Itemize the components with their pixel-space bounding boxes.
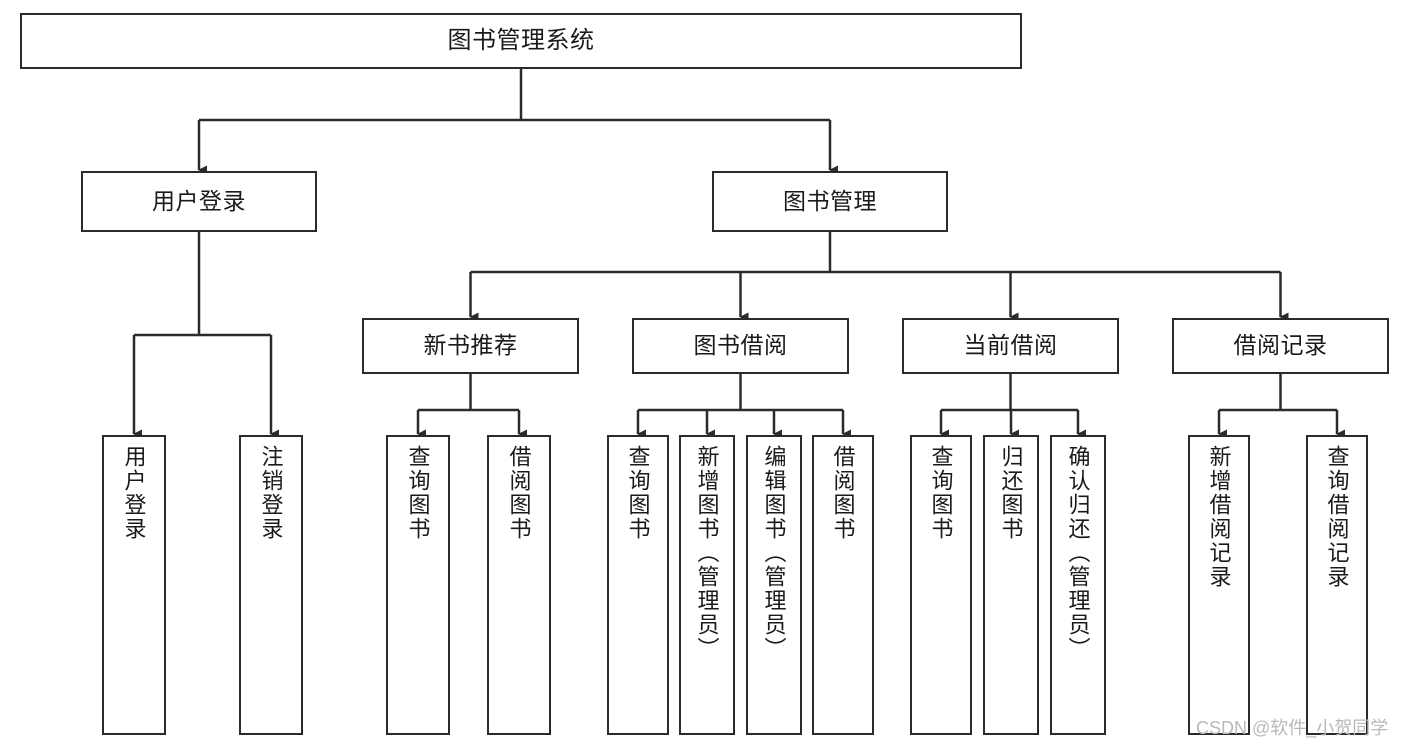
node-label: 归还图书 — [998, 445, 1024, 541]
node-leaf-bor-add[interactable]: 新增图书（管理员） — [679, 435, 735, 735]
node-label: 新书推荐 — [423, 332, 518, 359]
node-leaf-bor-query[interactable]: 查询图书 — [607, 435, 669, 735]
node-label: 查询借阅记录 — [1324, 445, 1350, 589]
node-leaf-bor-edit[interactable]: 编辑图书（管理员） — [746, 435, 802, 735]
node-label: 图书管理 — [783, 187, 877, 214]
node-leaf-cur-confirm[interactable]: 确认归还（管理员） — [1050, 435, 1106, 735]
node-leaf-cur-return[interactable]: 归还图书 — [983, 435, 1039, 735]
node-label: 查询图书 — [405, 445, 431, 541]
node-leaf-new-query[interactable]: 查询图书 — [386, 435, 450, 735]
node-l2-record[interactable]: 借阅记录 — [1172, 318, 1389, 374]
node-l2-borrow[interactable]: 图书借阅 — [632, 318, 849, 374]
node-label: 图书管理系统 — [447, 26, 595, 54]
node-leaf-user-logout[interactable]: 注销登录 — [239, 435, 303, 735]
node-label: 注销登录 — [258, 445, 284, 541]
node-leaf-rec-query[interactable]: 查询借阅记录 — [1306, 435, 1368, 735]
node-l2-current[interactable]: 当前借阅 — [902, 318, 1119, 374]
node-label: 借阅图书 — [506, 445, 532, 541]
node-leaf-new-borrow[interactable]: 借阅图书 — [487, 435, 551, 735]
node-label: 编辑图书（管理员） — [761, 445, 787, 661]
node-label: 借阅记录 — [1233, 332, 1328, 359]
node-label: 确认归还（管理员） — [1065, 445, 1091, 661]
node-l2-new[interactable]: 新书推荐 — [362, 318, 579, 374]
node-leaf-user-login[interactable]: 用户登录 — [102, 435, 166, 735]
node-label: 当前借阅 — [963, 332, 1058, 359]
node-leaf-cur-query[interactable]: 查询图书 — [910, 435, 972, 735]
node-label: 新增图书（管理员） — [694, 445, 720, 661]
node-label: 图书借阅 — [693, 332, 788, 359]
node-label: 用户登录 — [121, 445, 147, 541]
node-root[interactable]: 图书管理系统 — [20, 13, 1022, 69]
node-label: 用户登录 — [152, 187, 246, 214]
node-leaf-bor-lend[interactable]: 借阅图书 — [812, 435, 874, 735]
node-label: 借阅图书 — [830, 445, 856, 541]
node-leaf-rec-add[interactable]: 新增借阅记录 — [1188, 435, 1250, 735]
node-l1-book[interactable]: 图书管理 — [712, 171, 948, 232]
node-label: 查询图书 — [928, 445, 954, 541]
node-l1-user[interactable]: 用户登录 — [81, 171, 317, 232]
node-label: 新增借阅记录 — [1206, 445, 1232, 589]
node-label: 查询图书 — [625, 445, 651, 541]
